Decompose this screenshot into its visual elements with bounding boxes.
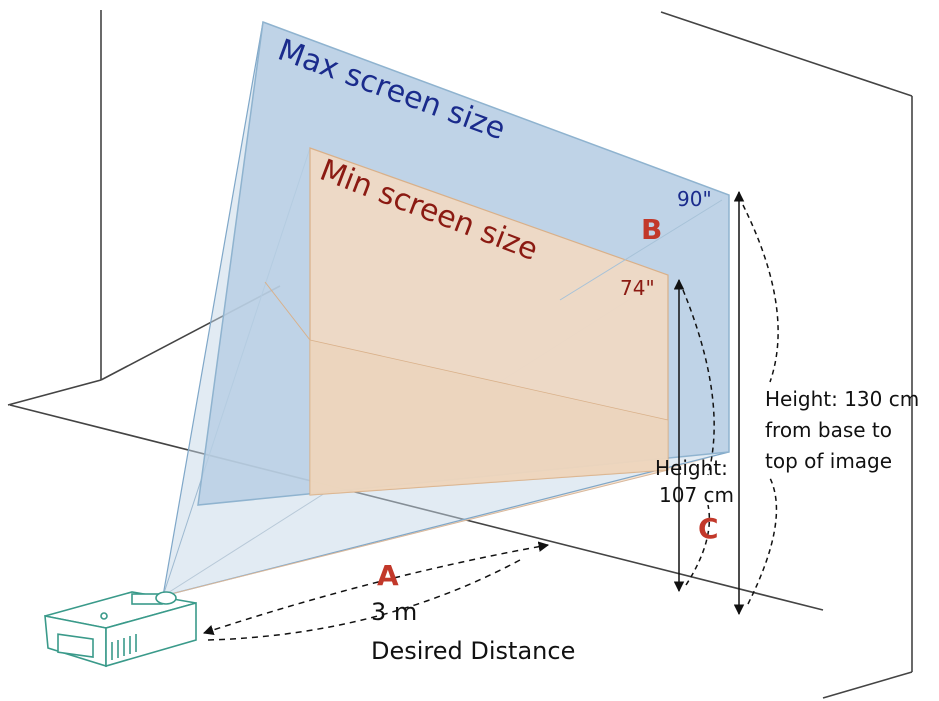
max-height-arrow [733,190,779,616]
distance-value: 3 m [371,598,417,626]
projector [44,591,197,668]
max-height-label-2: from base to [765,418,892,442]
min-height-label-2: 107 cm [659,483,734,507]
marker-c: C [698,512,719,545]
marker-a: A [377,559,399,592]
min-height-label-1: Height: [655,456,728,480]
max-height-label-1: Height: 130 cm [765,387,919,411]
distance-caption: Desired Distance [371,637,575,665]
min-screen [264,147,669,496]
max-height-label-3: top of image [765,449,892,473]
max-diagonal-size: 90" [677,187,712,211]
diagonal-line [559,199,723,301]
min-height-arrow [673,278,715,593]
distance-arrow [203,541,550,641]
min-diagonal-size: 74" [620,276,655,300]
marker-b: B [641,213,662,246]
